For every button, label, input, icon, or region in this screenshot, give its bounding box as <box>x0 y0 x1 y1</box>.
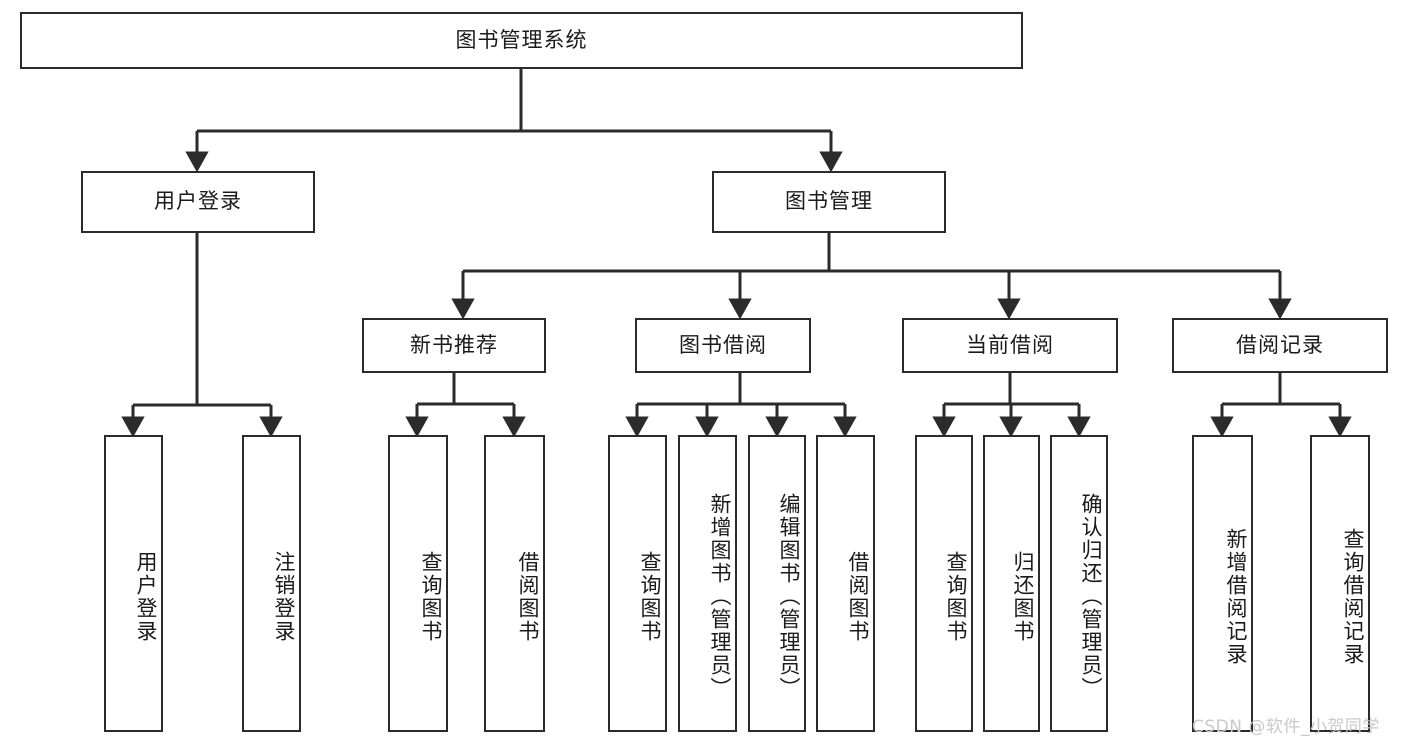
node-book-management-label: 图书管理 <box>785 189 873 214</box>
leaf-borrow-book-label: 借阅图书 <box>846 550 870 643</box>
leaf-add-borrow-record-label: 新增借阅记录 <box>1224 527 1248 666</box>
node-borrow-record-label: 借阅记录 <box>1236 332 1324 357</box>
leaf-edit-book-admin[interactable]: 编辑图书（管理员） <box>748 435 806 732</box>
node-root[interactable]: 图书管理系统 <box>20 12 1023 69</box>
leaf-confirm-return-admin[interactable]: 确认归还（管理员） <box>1050 435 1108 732</box>
node-borrow-record[interactable]: 借阅记录 <box>1172 318 1388 373</box>
leaf-user-login-label: 用户登录 <box>134 550 158 643</box>
node-user-login-label: 用户登录 <box>154 189 242 214</box>
leaf-logout-login[interactable]: 注销登录 <box>242 435 301 732</box>
leaf-borrow-book-recommend[interactable]: 借阅图书 <box>484 435 545 732</box>
leaf-query-book-recommend-label: 查询图书 <box>419 550 443 643</box>
node-current-borrow[interactable]: 当前借阅 <box>902 318 1118 373</box>
leaf-logout-login-label: 注销登录 <box>272 550 296 643</box>
watermark: CSDN @软件_小贺同学 <box>1192 717 1380 737</box>
leaf-query-book-recommend[interactable]: 查询图书 <box>388 435 448 732</box>
leaf-add-borrow-record[interactable]: 新增借阅记录 <box>1192 435 1253 732</box>
leaf-add-book-admin-label: 新增图书（管理员） <box>708 493 732 700</box>
leaf-return-book[interactable]: 归还图书 <box>983 435 1040 732</box>
leaf-query-book-current-label: 查询图书 <box>944 550 968 643</box>
node-user-login[interactable]: 用户登录 <box>81 171 315 233</box>
leaf-query-book-borrow-label: 查询图书 <box>638 550 662 643</box>
leaf-query-borrow-record[interactable]: 查询借阅记录 <box>1310 435 1370 732</box>
leaf-user-login[interactable]: 用户登录 <box>104 435 163 732</box>
leaf-edit-book-admin-label: 编辑图书（管理员） <box>777 493 801 700</box>
leaf-add-book-admin[interactable]: 新增图书（管理员） <box>678 435 737 732</box>
node-root-label: 图书管理系统 <box>455 27 588 52</box>
node-book-borrow-label: 图书借阅 <box>679 332 767 357</box>
node-new-book-recommend-label: 新书推荐 <box>410 332 498 357</box>
leaf-borrow-book-recommend-label: 借阅图书 <box>516 550 540 643</box>
node-new-book-recommend[interactable]: 新书推荐 <box>362 318 546 373</box>
leaf-borrow-book[interactable]: 借阅图书 <box>816 435 875 732</box>
leaf-query-book-borrow[interactable]: 查询图书 <box>608 435 667 732</box>
leaf-confirm-return-admin-label: 确认归还（管理员） <box>1079 493 1103 700</box>
leaf-return-book-label: 归还图书 <box>1011 550 1035 643</box>
node-current-borrow-label: 当前借阅 <box>966 332 1054 357</box>
node-book-borrow[interactable]: 图书借阅 <box>635 318 811 373</box>
node-book-management[interactable]: 图书管理 <box>712 171 946 233</box>
leaf-query-book-current[interactable]: 查询图书 <box>915 435 973 732</box>
leaf-query-borrow-record-label: 查询借阅记录 <box>1341 527 1365 666</box>
